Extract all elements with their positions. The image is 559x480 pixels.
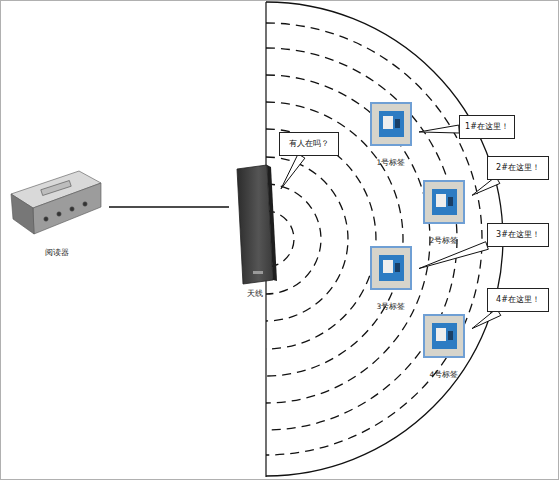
wave-arc: [266, 129, 376, 349]
node-label: 4号标签: [430, 371, 459, 379]
bubble-tail: [419, 242, 488, 269]
node-label: 阅读器: [45, 249, 69, 257]
wave-arc: [266, 23, 482, 455]
node-label: 1号标签: [377, 159, 406, 167]
radio-field: [266, 2, 503, 477]
reader-panel: [41, 181, 71, 196]
speech-bubble: 1#在这里！: [459, 115, 515, 139]
antenna-panel: [237, 165, 277, 284]
wave-arc: [266, 48, 457, 430]
tag-label-box: 1号标签: [363, 101, 419, 167]
reader-port: [57, 212, 61, 216]
node-label: 有人在吗？: [289, 140, 329, 149]
node-label: 3#在这里！: [496, 231, 540, 240]
reader-side: [11, 194, 34, 234]
speech-bubble: 2#在这里！: [487, 156, 549, 180]
tag-label-box: 2号标签: [416, 179, 472, 245]
antenna-edge: [267, 165, 277, 281]
speech-bubble: 4#在这里！: [487, 288, 549, 312]
node-label: 2号标签: [430, 237, 459, 245]
bubble-tail: [281, 154, 305, 189]
wave-arc: [266, 157, 348, 321]
reader-device: [11, 171, 101, 234]
node-label: 2#在这里！: [496, 164, 540, 173]
antenna-label-box: 天线: [229, 163, 281, 298]
bubble-tail: [419, 125, 459, 133]
node-label: 3号标签: [377, 303, 406, 311]
antenna-logo: [253, 271, 263, 274]
node-label: 1#在这里！: [465, 123, 509, 132]
node-label: 4#在这里！: [496, 296, 540, 305]
rfid-tag: [371, 103, 411, 145]
reader-port: [83, 202, 87, 206]
antenna-body: [237, 165, 273, 284]
speech-bubble: 3#在这里！: [487, 223, 549, 247]
wave-arc: [266, 75, 430, 403]
field-outer-arc: [266, 2, 503, 476]
reader-port: [70, 207, 74, 211]
wave-arcs: [266, 23, 482, 455]
tag-label-box: 3号标签: [363, 245, 419, 311]
rfid-tag: [424, 181, 464, 223]
rfid-tag: [424, 315, 464, 357]
tag-label-box: 4号标签: [416, 313, 472, 379]
speech-bubble: 有人在吗？: [279, 132, 339, 156]
reader-label-box: 阅读器: [4, 161, 109, 257]
node-label: 天线: [247, 290, 263, 298]
rfid-tag: [371, 247, 411, 289]
antenna-cable: [109, 206, 229, 208]
reader-port: [44, 217, 48, 221]
